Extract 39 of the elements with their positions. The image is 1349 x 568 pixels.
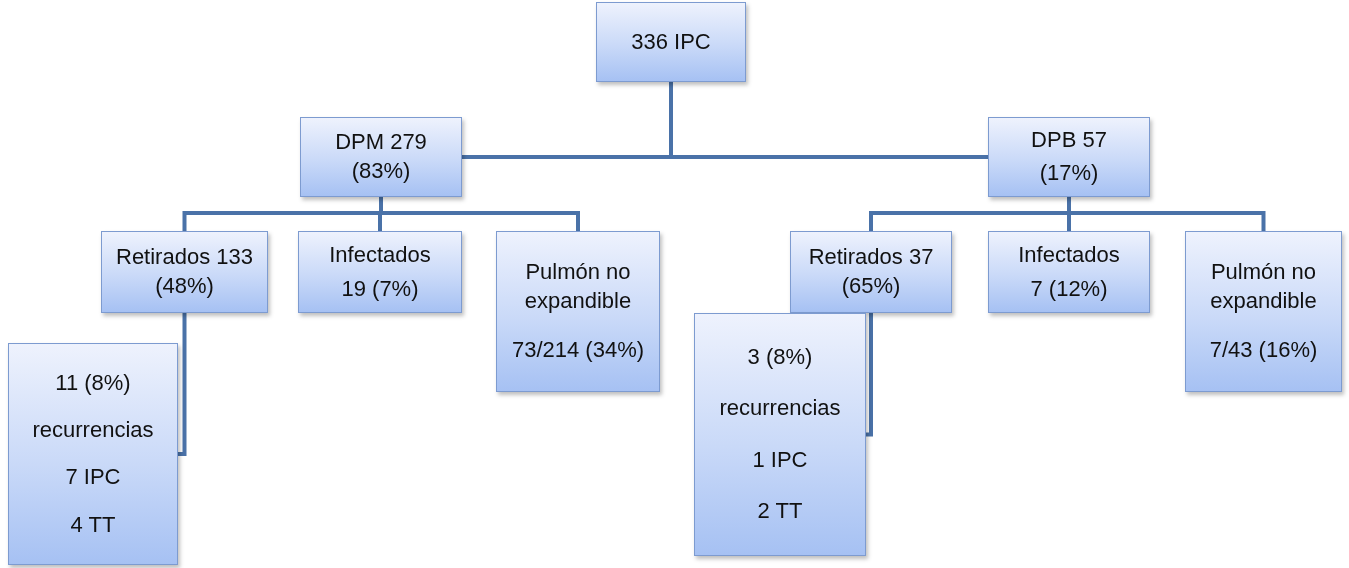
box-text: (65%) bbox=[841, 272, 901, 300]
box-text: 336 IPC bbox=[631, 27, 711, 56]
box-text: Infectados bbox=[1018, 240, 1120, 269]
box-text: 4 TT bbox=[70, 510, 116, 539]
box-text: recurrencias bbox=[32, 416, 154, 445]
box-text: 2 TT bbox=[757, 497, 803, 526]
box-text: 7/43 (16%) bbox=[1209, 336, 1318, 364]
process-box bbox=[988, 117, 1150, 197]
process-box bbox=[300, 117, 462, 197]
connector-line bbox=[379, 197, 580, 231]
box-text: Infectados bbox=[329, 240, 431, 269]
box-text: 3 (8%) bbox=[747, 342, 813, 371]
box-text: 7 IPC bbox=[65, 463, 121, 492]
connector-line bbox=[669, 82, 988, 159]
process-box bbox=[790, 231, 952, 313]
process-box bbox=[101, 231, 268, 313]
process-box bbox=[496, 231, 660, 392]
process-box bbox=[298, 231, 462, 313]
box-text: Retirados 133 (48%) bbox=[115, 243, 254, 300]
box-text: 11 (8%) bbox=[55, 368, 131, 397]
box-text: Pulmón no expandible bbox=[523, 258, 633, 315]
box-text: DPM 279 (83%) bbox=[334, 128, 428, 185]
box-text: 7 (12%) bbox=[1030, 274, 1108, 303]
process-box bbox=[8, 343, 178, 565]
process-box bbox=[1185, 231, 1342, 392]
box-text: Retirados 37 bbox=[808, 243, 934, 272]
box-text: Pulmón no expandible bbox=[1209, 258, 1318, 315]
box-text: 1 IPC bbox=[752, 445, 808, 474]
box-text: recurrencias bbox=[719, 394, 841, 423]
box-text: DPB 57 bbox=[1031, 126, 1107, 155]
connector-line bbox=[178, 313, 187, 456]
box-text: (17%) bbox=[1039, 159, 1099, 188]
box-text: 19 (7%) bbox=[341, 274, 419, 303]
process-box bbox=[596, 2, 746, 82]
process-box bbox=[988, 231, 1150, 313]
connector-line bbox=[1067, 197, 1266, 231]
box-text: 73/214 (34%) bbox=[511, 336, 645, 364]
process-box bbox=[694, 313, 866, 556]
connector-line bbox=[866, 313, 873, 437]
